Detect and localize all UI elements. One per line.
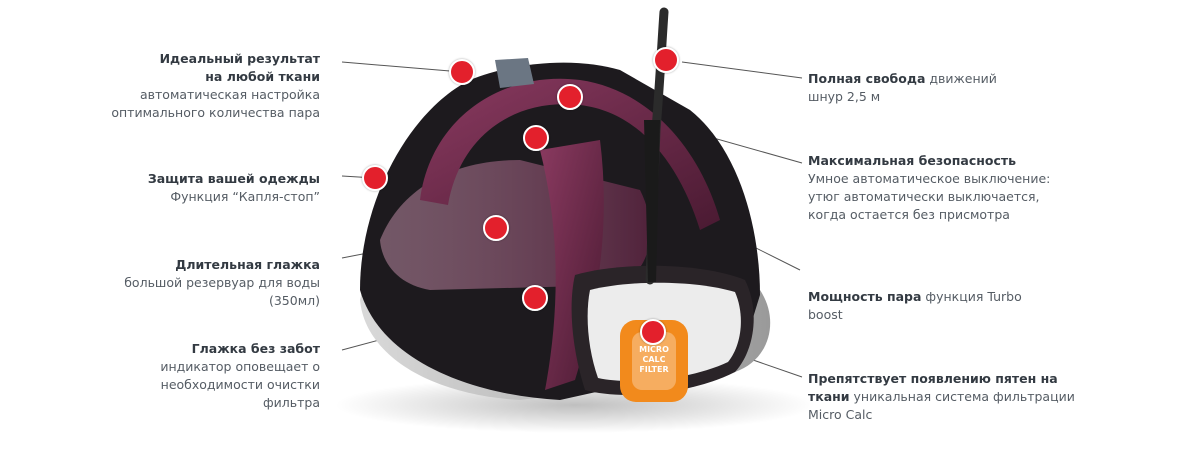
filter-label-2: CALC — [642, 355, 665, 364]
feature-desc: boost — [808, 307, 843, 322]
feature-desc: (350мл) — [268, 293, 320, 308]
hotspot-cord-freedom[interactable] — [653, 47, 679, 73]
feature-desc: индикатор оповещает о — [160, 359, 320, 374]
feature-safety: Максимальная безопасность Умное автомати… — [808, 152, 1148, 224]
feature-desc: необходимости очистки — [160, 377, 320, 392]
feature-drip-stop: Защита вашей одежды Функция “Капля-стоп” — [60, 170, 320, 206]
hotspot-long-ironing[interactable] — [483, 215, 509, 241]
feature-perfect-result: Идеальный результат на любой ткани автом… — [60, 50, 320, 122]
cord-guard — [644, 120, 660, 282]
feature-desc: движений — [925, 71, 997, 86]
feature-desc: Функция “Капля-стоп” — [170, 189, 320, 204]
feature-anti-stain: Препятствует появлению пятен на ткани ун… — [808, 370, 1168, 424]
floor-shadow — [335, 377, 815, 433]
feature-desc: шнур 2,5 м — [808, 89, 881, 104]
feature-desc: уникальная система фильтрации — [849, 389, 1075, 404]
feature-desc: Micro Calc — [808, 407, 873, 422]
filter-cap — [620, 320, 688, 402]
feature-desc: Умное автоматическое выключение: — [808, 171, 1051, 186]
hotspot-anti-stain[interactable] — [640, 319, 666, 345]
feature-title: на любой ткани — [205, 69, 320, 84]
filter-label-3: FILTER — [639, 365, 668, 374]
feature-cord-freedom: Полная свобода движений шнур 2,5 м — [808, 70, 1148, 106]
feature-title: Идеальный результат — [159, 51, 320, 66]
feature-long-ironing: Длительная глажка большой резервуар для … — [60, 256, 320, 310]
feature-desc: когда остается без присмотра — [808, 207, 1010, 222]
feature-title: ткани — [808, 389, 850, 404]
feature-title: Защита вашей одежды — [147, 171, 320, 186]
hotspot-drip-stop[interactable] — [362, 165, 388, 191]
hotspot-safety[interactable] — [557, 84, 583, 110]
feature-title: Максимальная безопасность — [808, 153, 1017, 168]
feature-desc: утюг автоматически выключается, — [808, 189, 1040, 204]
hotspot-perfect-result[interactable] — [449, 59, 475, 85]
feature-title: Мощность пара — [808, 289, 922, 304]
hotspot-easy-ironing[interactable] — [522, 285, 548, 311]
handle-arc — [420, 78, 720, 231]
feature-desc: фильтра — [262, 395, 320, 410]
feature-title: Препятствует появлению пятен на — [808, 371, 1058, 386]
feature-steam-power: Мощность пара функция Turbo boost — [808, 288, 1148, 324]
feature-desc: большой резервуар для воды — [124, 275, 320, 290]
filter-label-1: MICRO — [639, 345, 669, 354]
feature-desc: автоматическая настройка — [139, 87, 320, 102]
feature-desc: оптимального количества пара — [111, 105, 320, 120]
steam-knob — [495, 58, 534, 88]
feature-title: Глажка без забот — [191, 341, 320, 356]
feature-title: Полная свобода — [808, 71, 926, 86]
feature-desc: функция Turbo — [921, 289, 1022, 304]
feature-title: Длительная глажка — [175, 257, 320, 272]
hotspot-steam-power[interactable] — [523, 125, 549, 151]
feature-easy-ironing: Глажка без забот индикатор оповещает о н… — [60, 340, 320, 412]
